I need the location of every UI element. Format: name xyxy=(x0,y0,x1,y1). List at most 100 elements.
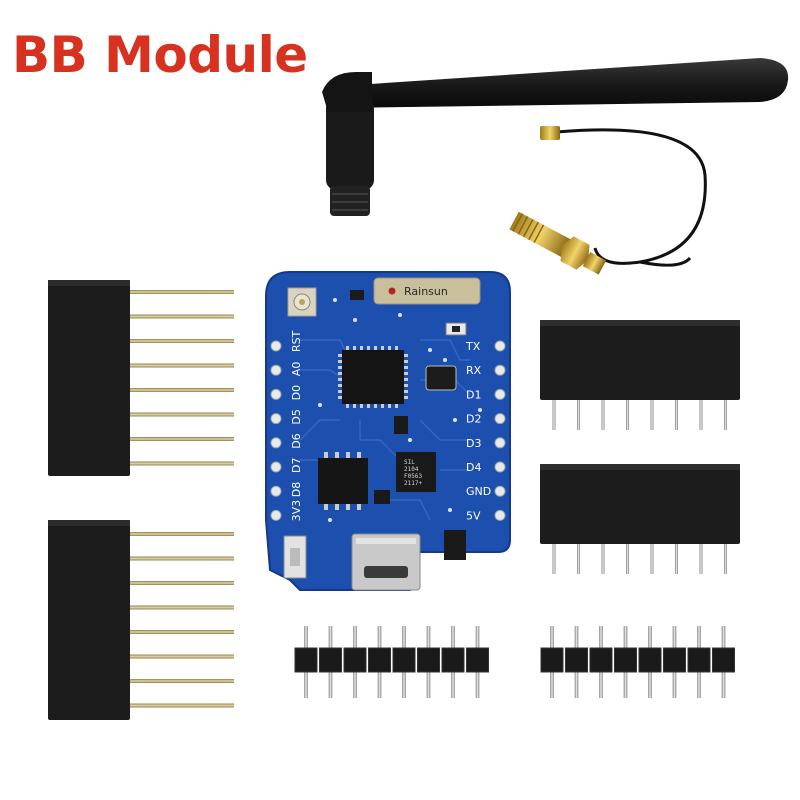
male-pin-header-right xyxy=(540,626,735,698)
antenna-label: Rainsun xyxy=(404,285,448,298)
header-pin xyxy=(130,630,234,634)
male-pin-header-left xyxy=(294,626,489,698)
ipex-socket xyxy=(287,287,317,317)
pin-spacer xyxy=(417,647,440,673)
short-female-header-top xyxy=(540,320,740,400)
main-chip xyxy=(338,346,408,408)
pin-pad xyxy=(270,461,282,473)
product-title: BB Module xyxy=(12,26,308,84)
header-pin xyxy=(130,581,234,585)
pin-label-left: D5 xyxy=(290,409,303,424)
pin-label-right: TX xyxy=(465,340,481,353)
header-pin xyxy=(675,400,678,430)
pin-spacer xyxy=(441,647,465,673)
pin-pad xyxy=(494,509,506,521)
pin-label-left: 3V3 xyxy=(290,500,303,522)
pin-label-right: D4 xyxy=(466,461,481,474)
pin-label-right: D2 xyxy=(466,413,481,426)
pin-label-left: D6 xyxy=(290,433,303,448)
pin-pad xyxy=(270,413,282,425)
pin-pad xyxy=(494,485,506,497)
pin-pad xyxy=(494,413,506,425)
header-pin xyxy=(130,556,234,561)
header-pin xyxy=(626,544,629,574)
short-female-header-bottom xyxy=(540,464,740,544)
pin-pad xyxy=(494,340,506,352)
reset-button xyxy=(283,535,307,579)
pin-spacer xyxy=(589,647,613,673)
pin-spacer xyxy=(614,647,637,673)
long-header-pins-top xyxy=(130,290,234,466)
header-pin xyxy=(130,388,234,392)
pin-pad xyxy=(494,388,506,400)
pin-pad xyxy=(270,340,282,352)
pin-label-left: RST xyxy=(290,330,303,352)
pin-spacer xyxy=(712,647,735,673)
long-female-header-top xyxy=(48,280,130,476)
usb-serial-chip: SIL 2104 F0563 2117+ xyxy=(396,452,436,492)
antenna xyxy=(322,58,789,216)
pin-pad xyxy=(494,364,506,376)
pin-label-left: D8 xyxy=(290,482,303,497)
pin-label-right: D1 xyxy=(466,388,481,401)
header-pin xyxy=(130,412,234,417)
pin-label-right: GND xyxy=(466,485,491,498)
header-pin xyxy=(724,400,727,430)
svg-text:2117+: 2117+ xyxy=(404,480,422,487)
pin-pad xyxy=(270,388,282,400)
header-pin xyxy=(626,400,629,430)
svg-text:SIL: SIL xyxy=(404,459,415,466)
ipex-sma-cable xyxy=(509,126,707,275)
pin-spacer xyxy=(392,647,416,673)
pin-spacer xyxy=(540,647,564,673)
pin-pad xyxy=(270,364,282,376)
pin-label-right: 5V xyxy=(466,509,481,522)
header-pin xyxy=(601,400,605,430)
ceramic-antenna: Rainsun xyxy=(373,277,481,305)
short-header-pins-top xyxy=(552,400,727,430)
long-female-header-bottom xyxy=(48,520,130,720)
header-pin xyxy=(650,544,654,574)
pin-pad xyxy=(494,437,506,449)
pin-spacer xyxy=(368,647,391,673)
short-header-pins-bottom xyxy=(552,544,727,574)
pin-spacer xyxy=(663,647,686,673)
long-header-pins-bottom xyxy=(130,532,234,708)
pin-spacer xyxy=(466,647,489,673)
header-pin xyxy=(130,437,234,441)
header-pin xyxy=(130,339,234,343)
pin-pad xyxy=(270,485,282,497)
header-pin xyxy=(130,532,234,536)
header-pin xyxy=(724,544,727,574)
header-pin xyxy=(130,363,234,368)
pin-spacer xyxy=(343,647,367,673)
pin-label-left: A0 xyxy=(290,362,303,377)
esp-board: Rainsun SIL 2104 F0563 xyxy=(265,271,511,591)
svg-text:2104: 2104 xyxy=(404,466,419,473)
pin-spacer xyxy=(319,647,342,673)
header-pin xyxy=(577,544,580,574)
header-pin xyxy=(130,654,234,659)
pin-spacer xyxy=(687,647,711,673)
header-pin xyxy=(130,605,234,610)
pin-pad xyxy=(270,437,282,449)
pin-label-right: RX xyxy=(466,364,482,377)
header-pin xyxy=(552,544,556,574)
header-pin xyxy=(577,400,580,430)
flash-chip xyxy=(318,452,368,510)
header-pin xyxy=(699,544,703,574)
pin-spacer xyxy=(565,647,588,673)
header-pin xyxy=(650,400,654,430)
pin-pad xyxy=(270,509,282,521)
pin-label-left: D7 xyxy=(290,458,303,473)
svg-text:F0563: F0563 xyxy=(404,473,422,480)
pin-pad xyxy=(494,461,506,473)
pin-spacer xyxy=(638,647,662,673)
header-pin xyxy=(130,290,234,294)
header-pin xyxy=(601,544,605,574)
header-pin xyxy=(552,400,556,430)
header-pin xyxy=(675,544,678,574)
pin-label-right: D3 xyxy=(466,437,481,450)
